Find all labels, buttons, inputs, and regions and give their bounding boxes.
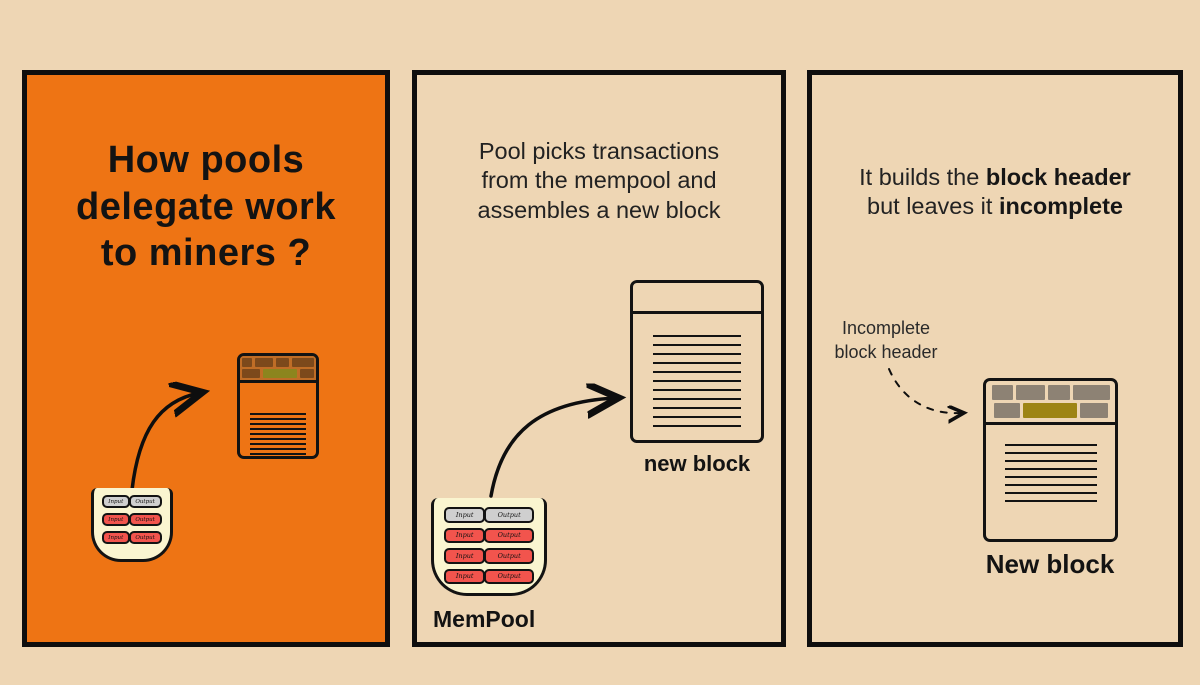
label-line: Incomplete (841, 318, 931, 338)
brick-row (242, 358, 314, 367)
input-pill: Input (102, 513, 130, 526)
input-pill: Input (444, 507, 486, 523)
transaction-row: Input Output (102, 495, 162, 508)
transaction-lines (653, 335, 741, 433)
new-block-illustration (630, 280, 764, 443)
caption-text: It builds the (859, 164, 986, 190)
label-line: block header (834, 341, 938, 362)
brick (255, 358, 274, 367)
transaction-row: Input Output (102, 513, 162, 526)
brick (292, 358, 314, 367)
brick (242, 358, 253, 367)
caption-line: from the mempool and (481, 167, 717, 194)
input-pill: Input (444, 527, 486, 543)
new-block-illustration (983, 378, 1118, 542)
block-illustration (237, 353, 319, 459)
output-pill: Output (484, 527, 534, 543)
caption-bold: block header (985, 164, 1131, 190)
panel-pool-picks: Pool picks transactions from the mempool… (412, 70, 786, 647)
panel2-caption: Pool picks transactions from the mempool… (417, 137, 781, 225)
incomplete-block-header-bricks (986, 381, 1115, 425)
incomplete-header-label: Incomplete block header (825, 317, 947, 365)
mempool-illustration: Input Output Input Output Input Output (91, 488, 173, 562)
brick-olive (1022, 402, 1077, 418)
input-pill: Input (444, 568, 486, 584)
brick (1079, 402, 1108, 418)
output-pill: Output (128, 495, 162, 508)
page-title: How pools delegate work to miners ? (27, 137, 385, 277)
empty-block-header (633, 283, 761, 314)
transaction-row: Input Output (102, 531, 162, 544)
output-pill: Output (484, 548, 534, 564)
panel3-caption: It builds the block header but leaves it… (812, 163, 1178, 222)
brick (991, 385, 1013, 400)
brick (1047, 385, 1070, 400)
caption-bold: incomplete (998, 193, 1123, 220)
brick (1072, 385, 1110, 400)
brick-olive (263, 369, 297, 378)
transaction-lines (1004, 444, 1097, 507)
mempool-label: MemPool (433, 606, 536, 632)
title-line: to miners ? (100, 232, 312, 275)
brick (993, 402, 1020, 418)
new-block-label: New block (985, 549, 1115, 579)
output-pill: Output (484, 507, 534, 523)
caption-line: assembles a new block (477, 196, 721, 223)
input-pill: Input (444, 548, 486, 564)
output-pill: Output (128, 513, 162, 526)
panel-block-header: It builds the block header but leaves it… (807, 70, 1183, 647)
block-header-bricks (240, 356, 316, 383)
caption-line: but leaves it incomplete (812, 192, 1178, 221)
title-line: delegate work (76, 185, 336, 228)
transaction-row: Input Output (444, 507, 534, 523)
transaction-row: Input Output (444, 527, 534, 543)
brick (1015, 385, 1045, 400)
mempool-illustration: Input Output Input Output Input Output I… (431, 498, 547, 596)
brick (299, 369, 314, 378)
transaction-lines (250, 413, 306, 458)
brick-row (990, 385, 1111, 400)
title-line: How pools (107, 139, 305, 181)
brick (276, 358, 290, 367)
input-pill: Input (102, 531, 130, 544)
caption-text: but leaves it (867, 193, 999, 220)
output-pill: Output (484, 568, 534, 584)
panel-how-pools: How pools delegate work to miners ? (22, 70, 390, 647)
new-block-label: new block (643, 451, 751, 476)
output-pill: Output (128, 531, 162, 544)
input-pill: Input (102, 495, 130, 508)
caption-line: Pool picks transactions (478, 138, 720, 164)
caption-line: It builds the block header (812, 163, 1178, 192)
transaction-row: Input Output (444, 548, 534, 564)
transaction-row: Input Output (444, 568, 534, 584)
brick-row (242, 369, 314, 378)
brick-row (990, 402, 1111, 418)
brick (242, 369, 261, 378)
